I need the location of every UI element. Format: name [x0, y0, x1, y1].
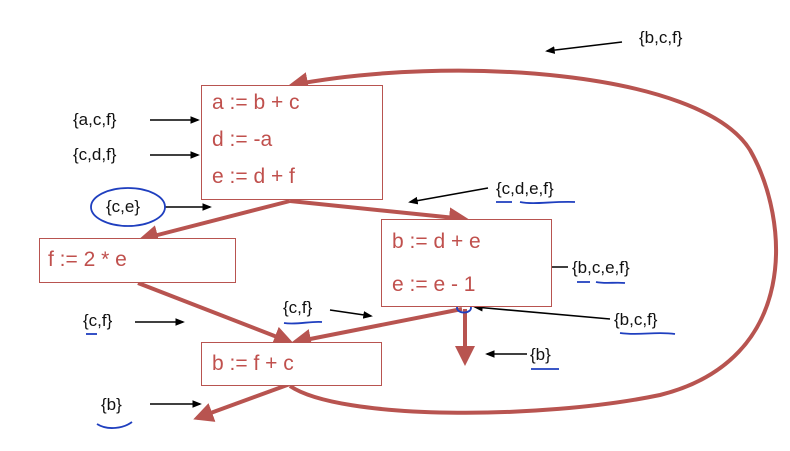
- underline-b3-mid: [577, 281, 626, 284]
- basic-block-b4: b := f + c: [201, 342, 382, 386]
- b1-statement-2: d := -a: [212, 128, 273, 151]
- label-b3-out-set: {b,c,f}: [614, 310, 658, 329]
- edge-b3-to-b4: [291, 307, 463, 349]
- pointer-b3-in: [408, 187, 489, 205]
- label-top-live-set: {b,c,f}: [639, 28, 683, 47]
- pointer-b4-in: [329, 309, 373, 319]
- underline-b3-out: [619, 332, 676, 335]
- label-b1-in2-set: {c,d,f}: [73, 145, 117, 164]
- b1-statement-1: a := b + c: [212, 91, 300, 114]
- b3-statement-2: e := e - 1: [392, 273, 476, 296]
- label-b3-in-set: {c,d,e,f}: [496, 179, 554, 198]
- underline-b3-in: [496, 200, 576, 205]
- edge-back-loop: [288, 68, 778, 415]
- b1-statement-3: e := d + f: [212, 165, 295, 188]
- underline-b4-out: [96, 421, 133, 429]
- basic-block-b1: a := b + c d := -a e := d + f: [201, 85, 383, 200]
- label-b1-out-set: {c,e}: [106, 197, 141, 216]
- b2-statement-1: f := 2 * e: [48, 248, 127, 271]
- pointer-b3-out: [473, 303, 611, 320]
- label-b4-in-set: {c,f}: [283, 298, 313, 317]
- b3-statement-1: b := d + e: [392, 230, 481, 253]
- label-b4-out-set: {b}: [101, 395, 122, 414]
- label-b3-exit-set: {b}: [530, 345, 551, 364]
- edge-b2-to-b4: [137, 281, 294, 346]
- underline-b4-in: [283, 320, 323, 325]
- b4-statement-1: b := f + c: [212, 352, 294, 375]
- control-flow-edges: [137, 68, 778, 422]
- edge-b4-exit: [193, 382, 291, 422]
- edge-b1-to-b3: [289, 199, 469, 228]
- basic-block-b2: f := 2 * e: [39, 238, 236, 283]
- blue-annotations: [46, 187, 676, 429]
- label-b1-in1-set: {a,c,f}: [73, 110, 117, 129]
- basic-block-b3: b := d + e e := e - 1: [381, 219, 552, 307]
- edge-b1-to-b2: [138, 199, 291, 245]
- label-b2-out-set: {c,f}: [83, 311, 113, 330]
- circle-ce-annotation: [90, 187, 166, 227]
- label-b3-mid-set: {b,c,e,f}: [572, 258, 630, 277]
- pointer-top: [545, 41, 623, 54]
